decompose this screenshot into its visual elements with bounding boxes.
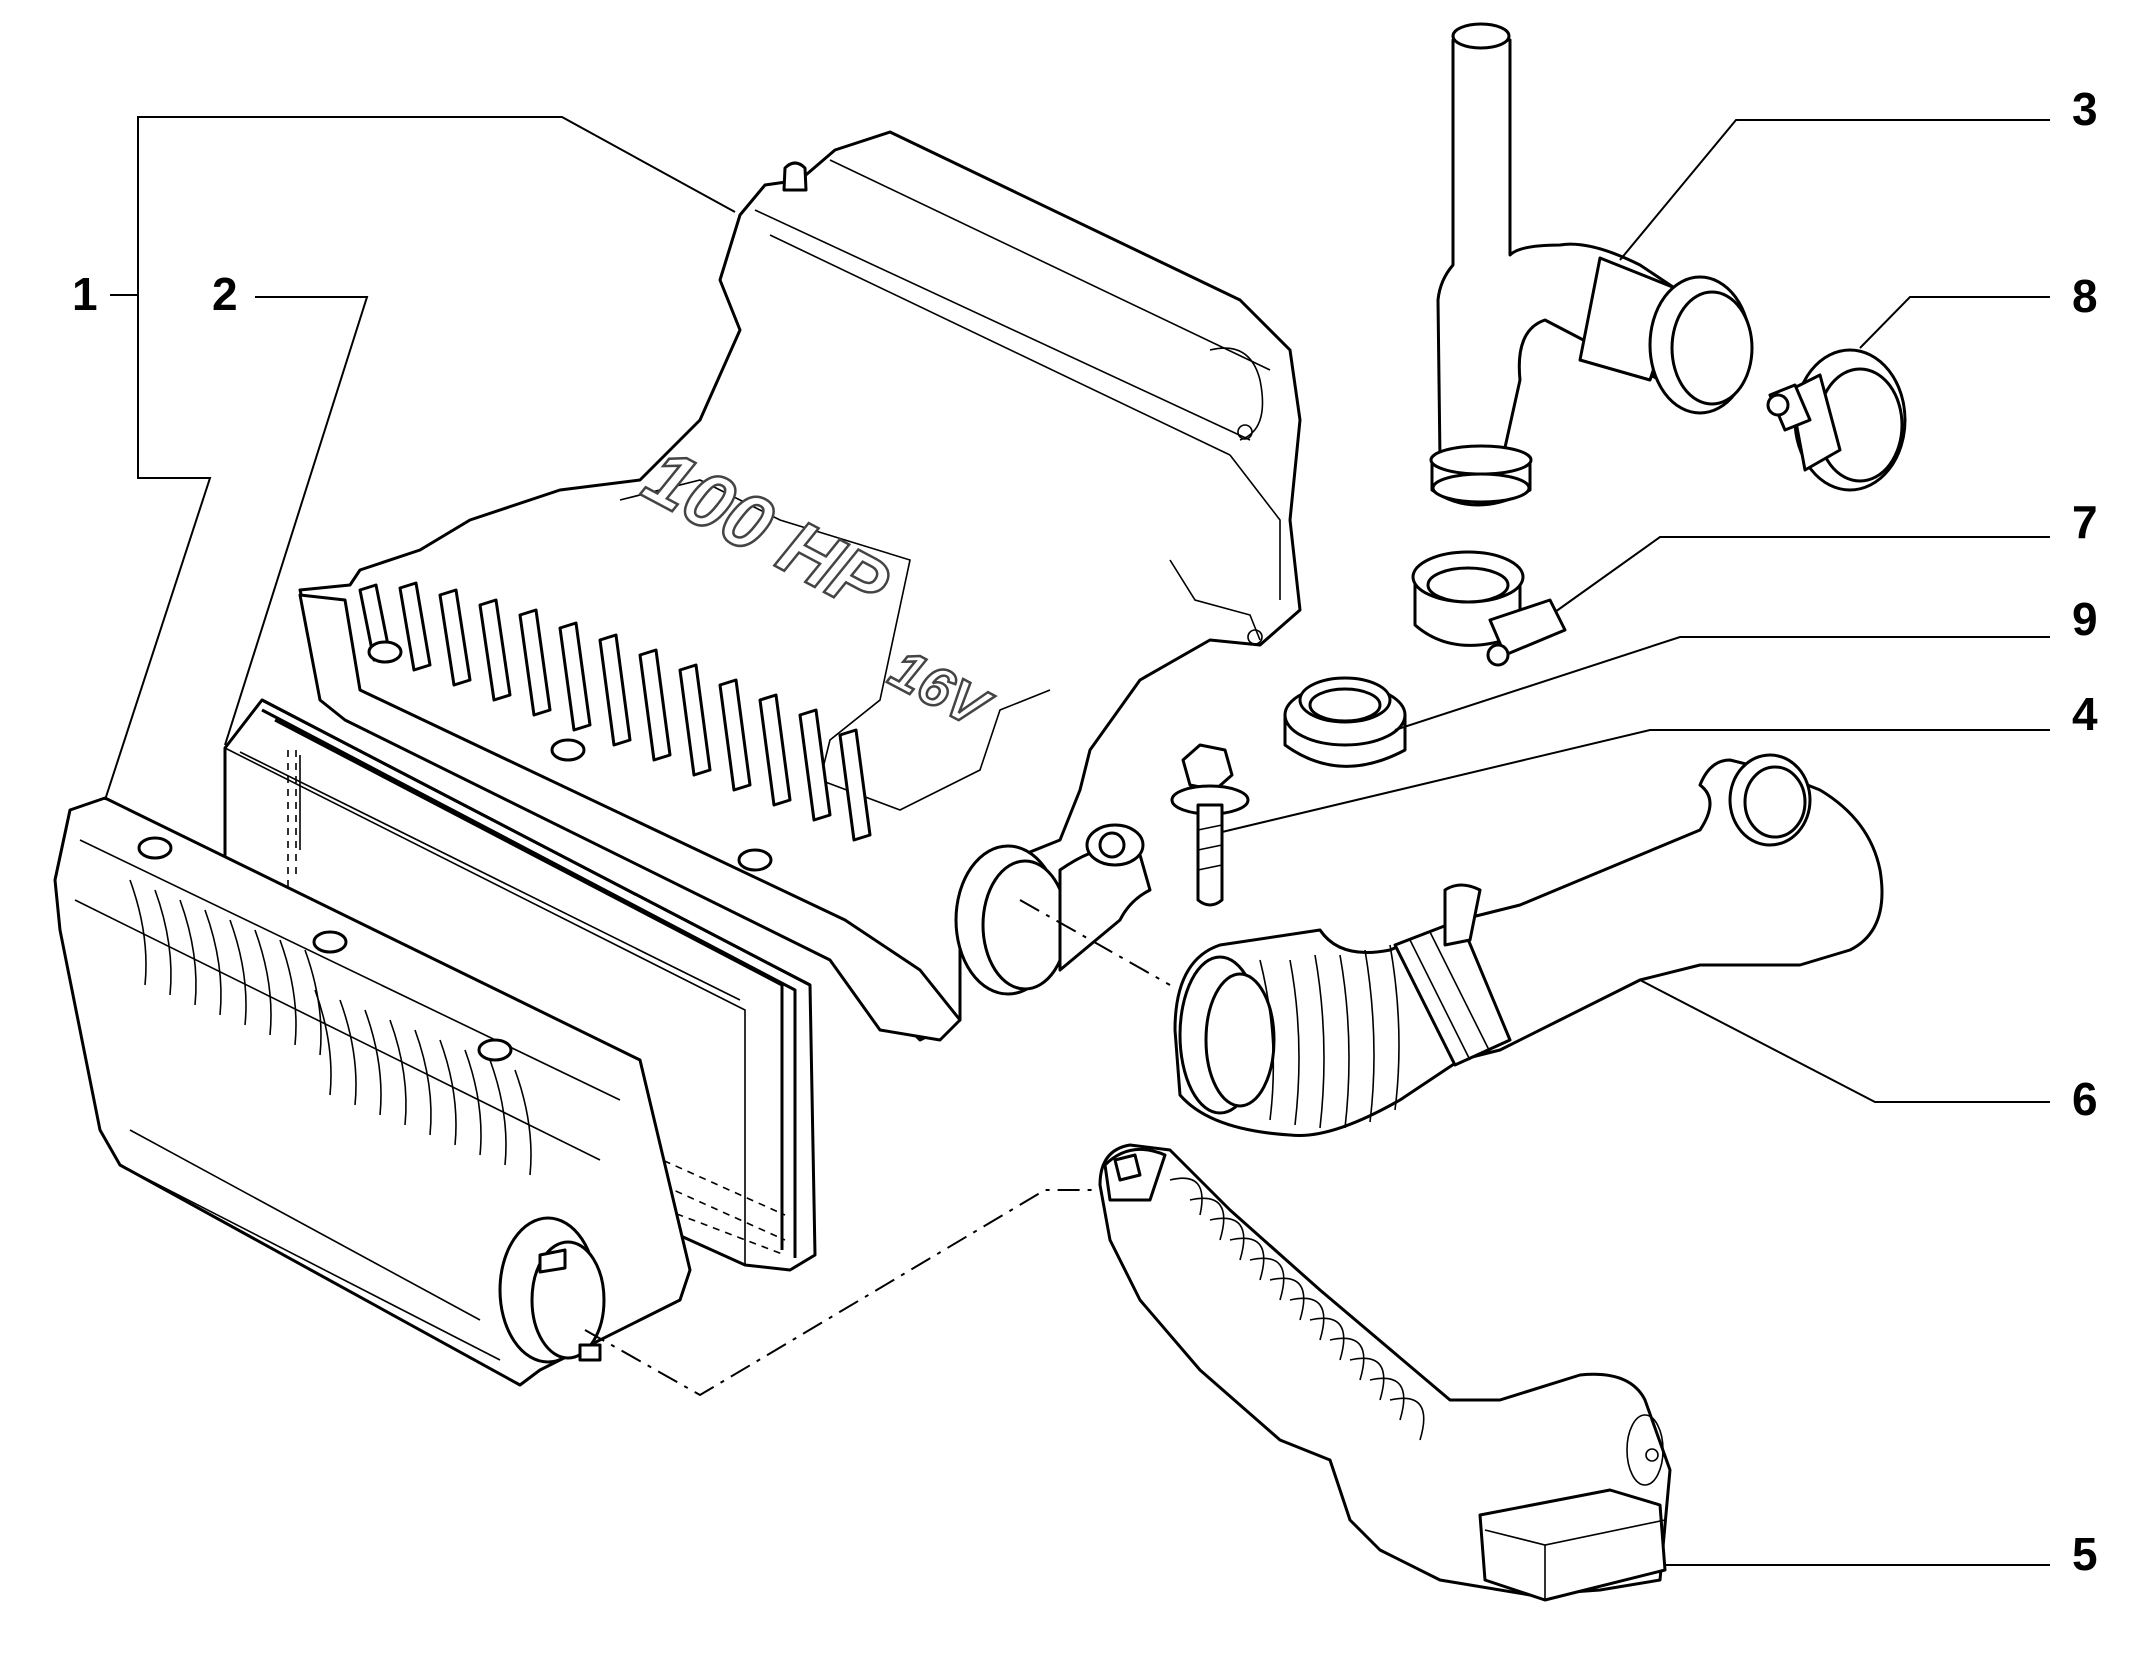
callout-2: 2 (212, 268, 238, 320)
leader-9 (1394, 636, 2050, 731)
assembly-axis-housing-to-hose6 (1019, 899, 1171, 986)
leader-8 (1859, 296, 2050, 349)
cover-ribs (129, 879, 532, 1176)
inlet-duct-5 (1098, 1143, 1672, 1602)
leader-6 (1639, 979, 2050, 1103)
callout-5: 5 (2072, 1528, 2098, 1580)
leader-1-housing (137, 116, 736, 295)
leader-1 (104, 294, 212, 801)
intake-hose-6 (1173, 753, 1884, 1138)
callout-7: 7 (2072, 496, 2098, 548)
callout-9: 9 (2072, 593, 2098, 645)
air-filter-housing: 100 HP 16V (298, 130, 1302, 1042)
breather-hose (1429, 22, 1754, 507)
callout-6: 6 (2072, 1073, 2098, 1125)
callout-8: 8 (2072, 270, 2098, 322)
assembly-axis-cover-to-duct5 (584, 1189, 1095, 1397)
filter-element (223, 698, 817, 1272)
leader-lines (104, 116, 2050, 1566)
callout-numbers: 1 2 3 8 7 9 4 6 5 (72, 83, 2098, 1580)
leader-4 (1221, 729, 2050, 833)
housing-ribs (358, 581, 872, 842)
hose-clamp-8 (1766, 348, 1907, 492)
callout-4: 4 (2072, 688, 2098, 740)
callout-1: 1 (72, 268, 98, 320)
filter-cover (53, 796, 692, 1387)
callout-3: 3 (2072, 83, 2098, 135)
hose-clamp-7 (1411, 550, 1567, 667)
bolt (1170, 743, 1250, 907)
leader-2 (224, 296, 369, 746)
leader-7 (1554, 536, 2050, 613)
seal-ring (1283, 676, 1407, 768)
leader-3 (1619, 119, 2050, 261)
